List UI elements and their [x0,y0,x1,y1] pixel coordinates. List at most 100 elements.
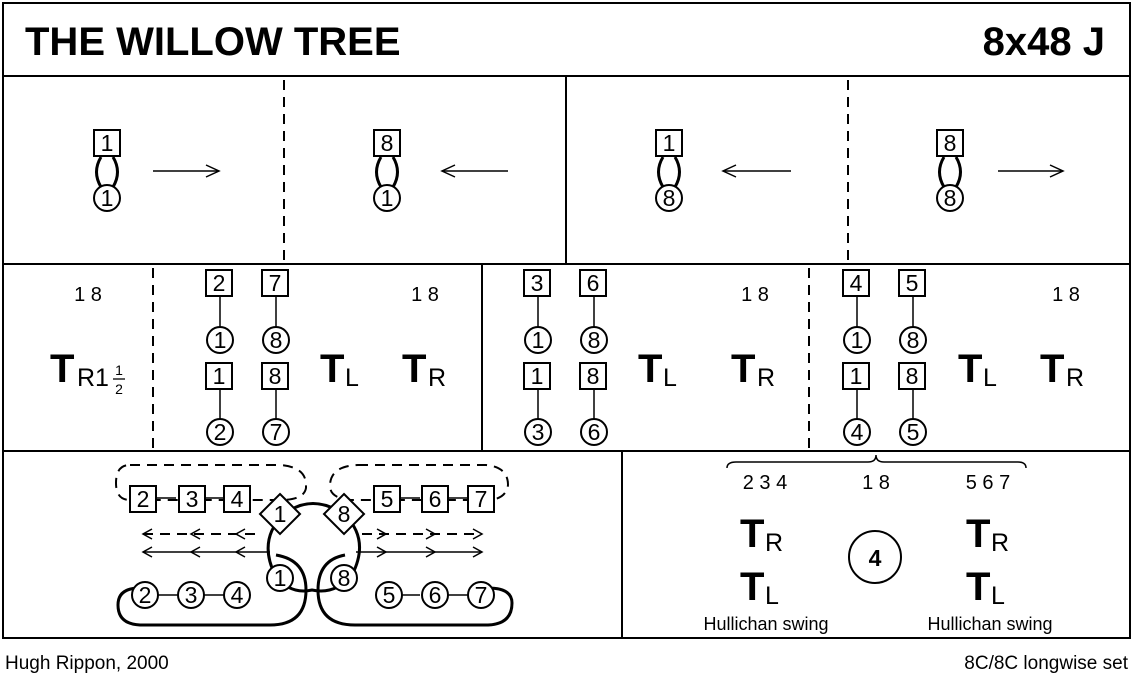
author-credit: Hugh Rippon, 2000 [5,653,169,674]
svg-text:3: 3 [531,270,544,296]
svg-text:1: 1 [850,363,863,389]
svg-text:7: 7 [269,270,282,296]
hand-link-icon [657,156,681,188]
svg-text:T: T [638,347,662,391]
arrow-left-icon [721,164,791,178]
svg-text:1: 1 [274,565,287,591]
row2-column-b: 3 1 1 3 6 8 8 6 [523,269,608,446]
svg-text:R: R [991,529,1009,557]
bars-label: 2 3 4 [743,472,787,494]
svg-text:T: T [958,347,982,391]
man-1: 1 [663,130,676,156]
row1-pair-3: 1 8 [655,129,791,212]
svg-text:T: T [966,512,990,556]
bars-label: 1 8 [1052,284,1080,306]
bars-label: 1 8 [411,284,439,306]
bars-label: 1 8 [862,472,890,494]
svg-text:8: 8 [270,327,283,353]
bars-label: 5 6 7 [966,472,1010,494]
arrow-right-icon [362,528,484,540]
svg-text:3: 3 [532,419,545,445]
lady-8: 8 [663,185,676,211]
svg-text:2: 2 [214,419,227,445]
reels-diagram: 2 3 4 5 6 7 1 8 [114,464,514,627]
svg-text:5: 5 [907,419,920,445]
svg-text:1: 1 [115,362,123,378]
svg-text:2: 2 [139,582,152,608]
svg-text:R: R [757,364,775,392]
hand-link-icon [95,156,119,188]
bars-label: 1 8 [741,284,769,306]
turn-right: T R [402,347,446,392]
turn-left: T L [740,565,779,610]
lady-1: 1 [101,185,114,211]
svg-text:4: 4 [231,582,244,608]
svg-text:1: 1 [274,501,287,527]
arrow-left-icon [141,528,260,540]
svg-text:8: 8 [906,363,919,389]
svg-text:2: 2 [213,270,226,296]
row1-pair-4: 8 8 [936,129,1065,212]
svg-text:6: 6 [588,419,601,445]
svg-text:4: 4 [850,270,863,296]
svg-text:T: T [320,347,344,391]
svg-text:8: 8 [587,363,600,389]
turn-right: T R [740,512,783,557]
svg-text:4: 4 [231,486,244,512]
svg-text:3: 3 [186,486,199,512]
svg-text:L: L [983,364,997,392]
svg-text:T: T [50,347,74,391]
svg-text:7: 7 [475,486,488,512]
dance-title: THE WILLOW TREE [25,20,401,64]
svg-text:5: 5 [381,486,394,512]
svg-text:8: 8 [338,501,351,527]
svg-text:4: 4 [869,545,882,571]
lady-1: 1 [381,185,394,211]
svg-text:8: 8 [269,363,282,389]
dance-formation: 8x48 J [983,20,1105,64]
svg-text:7: 7 [270,419,283,445]
svg-text:L: L [991,582,1005,610]
set-type: 8C/8C longwise set [964,653,1128,674]
turn-left: T L [320,347,359,392]
arrow-left-icon [141,546,270,558]
svg-text:7: 7 [475,582,488,608]
svg-text:6: 6 [587,270,600,296]
row2-column-c: 4 1 1 4 5 8 8 5 [842,269,927,446]
svg-text:5: 5 [383,582,396,608]
row1-pair-2: 8 1 [373,129,508,212]
svg-text:8: 8 [588,327,601,353]
turn-left: T L [958,347,997,392]
row2-column-a: 2 1 1 2 7 8 8 7 [205,269,290,446]
svg-text:2: 2 [137,486,150,512]
lady-8: 8 [944,185,957,211]
svg-text:1: 1 [214,327,227,353]
svg-text:1: 1 [532,327,545,353]
hullichan-label: Hullichan swing [927,614,1052,634]
turn-right: T R [731,347,775,392]
svg-text:R1: R1 [77,364,109,392]
svg-text:L: L [765,582,779,610]
svg-text:L: L [663,364,677,392]
svg-text:6: 6 [429,582,442,608]
svg-text:8: 8 [338,565,351,591]
svg-text:T: T [731,347,755,391]
svg-text:1: 1 [851,327,864,353]
svg-text:T: T [1040,347,1064,391]
man-8: 8 [944,130,957,156]
svg-text:4: 4 [851,419,864,445]
svg-text:R: R [1066,364,1084,392]
brace [726,454,1027,469]
turn-r-one-half: T R1 1 2 [50,347,125,397]
svg-text:8: 8 [907,327,920,353]
hullichan-label: Hullichan swing [703,614,828,634]
frame [2,2,1131,639]
arrow-left-icon [440,164,508,178]
svg-text:T: T [966,565,990,609]
turn-right: T R [1040,347,1084,392]
arrow-right-icon [356,546,484,558]
svg-text:3: 3 [185,582,198,608]
hand-link-icon [938,156,962,188]
man-1: 1 [101,130,114,156]
